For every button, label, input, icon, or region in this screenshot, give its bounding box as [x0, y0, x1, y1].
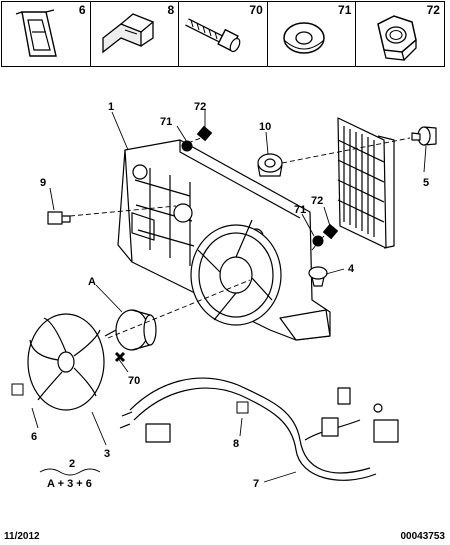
fan-shroud: [117, 139, 331, 341]
clip-icon: [15, 9, 57, 57]
thermo-switch: [411, 126, 437, 146]
washer-icon: [283, 22, 325, 54]
callout-1: 1: [108, 101, 114, 113]
legend-number: 72: [426, 3, 440, 17]
bracket-clip-icon: [101, 13, 154, 54]
formula-text: A + 3 + 6: [47, 478, 92, 490]
callout-6: 6: [31, 431, 37, 443]
callout-9: 9: [40, 177, 46, 189]
legend-number: 70: [249, 3, 263, 17]
legend-cell-71: 71: [268, 2, 357, 66]
parts-legend: 6 8 70 71: [1, 1, 445, 67]
footer-date: 11/2012: [4, 531, 40, 542]
legend-cell-70: 70: [179, 2, 268, 66]
callout-7: 7: [253, 478, 259, 490]
legend-cell-72: 72: [356, 2, 444, 66]
callout-5: 5: [423, 177, 429, 189]
callout-4: 4: [348, 263, 355, 275]
callout-71: 71: [294, 204, 306, 216]
callout-A: A: [88, 276, 96, 288]
nut-marker-icon: [196, 125, 213, 142]
clip-marker-icon: [11, 383, 24, 396]
fan-motor: [104, 309, 157, 351]
callout-72: 72: [311, 195, 323, 207]
washer-marker-icon: [181, 140, 193, 152]
grommet: [257, 153, 283, 177]
nut-icon: [377, 15, 418, 61]
legend-number: 8: [167, 3, 175, 17]
callout-3: 3: [104, 448, 110, 460]
callout-70: 70: [128, 375, 140, 387]
clip-marker-icon: [236, 401, 249, 414]
legend-cell-8: 8: [91, 2, 180, 66]
wiring-harness: [119, 377, 399, 481]
washer-marker-icon: [312, 235, 324, 247]
callout-71: 71: [160, 116, 172, 128]
bolt-icon: [185, 18, 241, 53]
footer-reference: 00043753: [400, 531, 446, 542]
formula-number: 2: [69, 458, 75, 470]
legend-number: 6: [78, 3, 86, 17]
nut-marker-icon: [322, 223, 339, 240]
callout-72: 72: [194, 101, 206, 113]
resistor: [47, 211, 71, 225]
legend-number: 71: [338, 3, 352, 17]
callout-10: 10: [259, 121, 271, 133]
callout-8: 8: [233, 438, 239, 450]
bolt-marker-icon: [114, 351, 126, 363]
radiator: [337, 117, 395, 249]
legend-cell-6: 6: [2, 2, 91, 66]
rubber-mount: [308, 266, 328, 287]
formula-divider: [39, 468, 101, 476]
fan-blades: [27, 313, 105, 411]
